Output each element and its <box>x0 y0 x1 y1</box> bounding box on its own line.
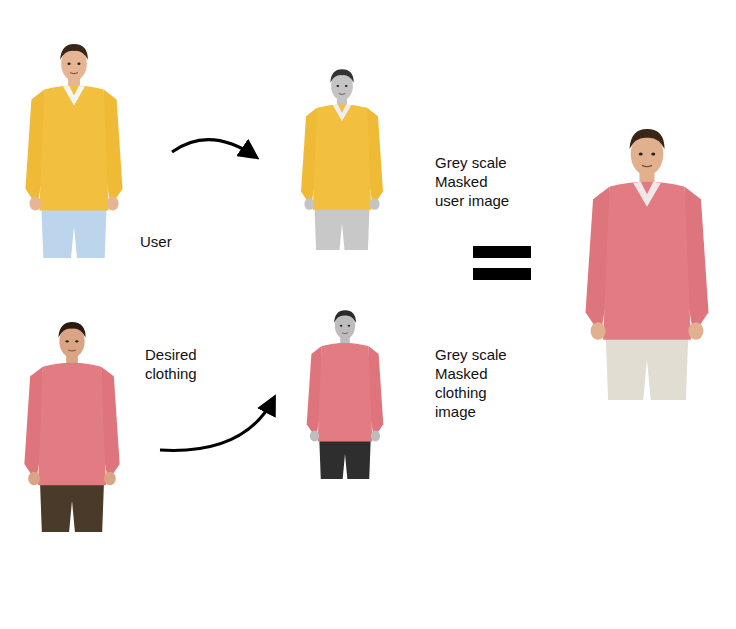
caption-label: Grey scale Masked user image <box>435 153 515 210</box>
user-photo <box>25 44 122 258</box>
equals-sign <box>473 268 531 280</box>
masked-user-photo <box>301 69 383 250</box>
masked-clothing-photo <box>307 310 384 479</box>
curved-arrow <box>172 140 256 157</box>
equals-sign <box>473 246 531 258</box>
clothing-photo <box>24 322 119 532</box>
curved-arrow <box>160 398 274 450</box>
caption-label: Desired clothing <box>145 345 217 383</box>
caption-label: Grey scale Masked clothing image <box>435 345 513 421</box>
result-photo <box>586 129 709 400</box>
caption-label: User <box>140 232 200 251</box>
